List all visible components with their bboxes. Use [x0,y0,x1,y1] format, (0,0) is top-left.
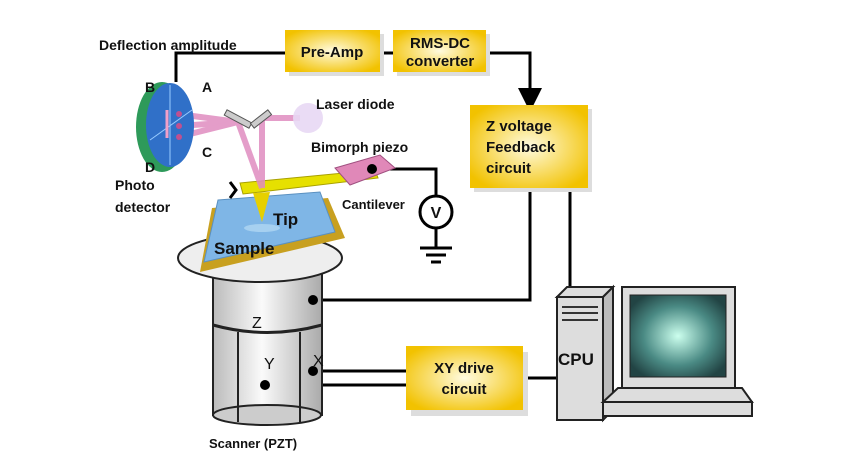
z-voltage-box: Z voltage Feedback circuit [470,105,592,192]
x-axis-label: X [313,353,324,370]
y-axis-label: Y [264,356,275,373]
pre-amp-label: Pre-Amp [301,44,364,61]
label-d: D [145,159,155,175]
label-a: A [202,79,212,95]
z-axis-label: Z [252,315,262,332]
zv-label-2: Feedback [486,139,556,156]
bimorph-label: Bimorph piezo [311,139,408,155]
cpu-label: CPU [558,350,594,369]
rms-label-1: RMS-DC [410,35,470,52]
mirror-2 [249,109,273,129]
voltmeter: V [418,194,454,230]
xy-label-2: circuit [441,381,486,398]
bimorph-piezo [334,154,396,186]
rms-dc-box: RMS-DC converter [393,30,490,76]
label-c: C [202,144,212,160]
computer: CPU [554,284,754,423]
deflection-label: Deflection amplitude [99,37,237,53]
photodetector [136,82,194,172]
xy-label-1: XY drive [434,360,494,377]
laser-diode [293,103,323,133]
voltmeter-label: V [431,205,442,222]
rms-label-2: converter [406,53,475,70]
pre-amp-box: Pre-Amp [285,30,384,76]
photo-label-1: Photo [115,177,155,193]
laser-label: Laser diode [316,96,395,112]
cantilever-label: Cantilever [342,197,405,212]
label-b: B [145,79,155,95]
oscillation-arrow-icon [228,181,238,199]
zv-label-3: circuit [486,160,531,177]
mirror-1 [223,109,253,129]
photo-label-2: detector [115,199,171,215]
xy-drive-box: XY drive circuit [406,346,528,416]
zv-label-1: Z voltage [486,118,552,135]
laser-beam [177,111,300,190]
sample-label: Sample [214,239,274,258]
scanner-label: Scanner (PZT) [209,436,297,451]
sample [200,191,345,272]
tip-label: Tip [273,210,298,229]
